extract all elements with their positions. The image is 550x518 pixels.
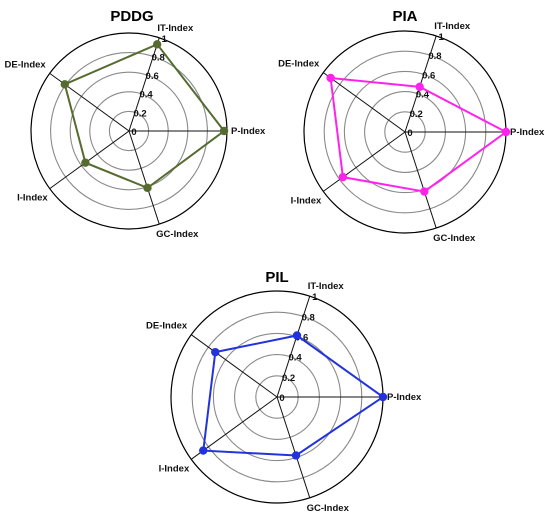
spoke-it-index xyxy=(276,296,311,398)
axis-label-gc-index: GC-Index xyxy=(156,229,199,240)
data-point-de-index xyxy=(211,347,220,357)
tick-label: 0.6 xyxy=(422,70,435,81)
axis-label-p-index: P-Index xyxy=(510,127,545,138)
chart-title: PIA xyxy=(392,8,417,25)
data-point-de-index xyxy=(60,80,69,89)
tick-label: 0.8 xyxy=(428,51,441,62)
radar-chart-pia: PIA 0 0.2 0.4 0.6 0.8 1P-Index IT-IndexDE-Index… xyxy=(278,8,545,244)
data-point-gc-index xyxy=(420,187,429,196)
data-point-p-index xyxy=(501,127,511,137)
tick-label: 0.4 xyxy=(140,90,154,101)
tick-label: 0.4 xyxy=(416,90,430,101)
axis-label-gc-index: GC-Index xyxy=(307,503,350,514)
spoke-de-index xyxy=(322,72,406,133)
radar-chart-pddg: PDDG 0 0.2 0.4 0.6 0.8 1P-Index IT-IndexDE-Inde… xyxy=(5,8,266,240)
series-line xyxy=(329,76,508,193)
data-point-gc-index xyxy=(143,183,152,193)
data-point-de-index xyxy=(326,73,335,83)
tick-label: 0 xyxy=(131,127,136,138)
spoke-i-index xyxy=(49,130,130,190)
tick-label: 0.2 xyxy=(282,373,295,384)
spoke-gc-index xyxy=(404,131,437,229)
data-point-gc-index xyxy=(291,451,301,460)
radar-chart-pil: PIL00.20.40.60.81P-IndexIT-IndexDE-Index… xyxy=(146,269,422,514)
axis-label-i-index: I-Index xyxy=(291,195,322,206)
axis-label-p-index: P-Index xyxy=(387,392,422,403)
axis-label-gc-index: GC-Index xyxy=(433,233,476,244)
series-line xyxy=(202,334,385,457)
tick-label: 0.4 xyxy=(288,353,302,364)
tick-label: 0 xyxy=(407,128,412,139)
tick-label: 0 xyxy=(279,393,284,404)
data-point-i-index xyxy=(338,172,348,182)
axis-label-i-index: I-Index xyxy=(159,463,190,474)
tick-label: 1 xyxy=(439,32,445,43)
data-point-it-index xyxy=(415,82,424,92)
axis-label-it-index: IT-Index xyxy=(157,23,194,34)
chart-title: PDDG xyxy=(110,8,153,25)
axis-label-p-index: P-Index xyxy=(231,126,266,137)
tick-label: 1 xyxy=(162,34,168,45)
axis-label-it-index: IT-Index xyxy=(308,281,345,292)
axis-label-de-index: DE-Index xyxy=(278,59,320,70)
tick-label: 0.8 xyxy=(152,52,165,63)
tick-label: 0.8 xyxy=(302,312,315,323)
axis-label-i-index: I-Index xyxy=(17,193,48,204)
series-line xyxy=(63,43,226,190)
tick-label: 1 xyxy=(312,292,318,303)
data-point-p-index xyxy=(219,126,229,136)
data-point-it-index xyxy=(152,40,162,49)
spoke-gc-index xyxy=(276,396,311,498)
tick-label: 0.2 xyxy=(133,108,146,119)
axis-label-de-index: DE-Index xyxy=(5,59,47,70)
spoke-gc-index xyxy=(128,130,160,225)
data-point-it-index xyxy=(292,331,302,340)
tick-label: 0.6 xyxy=(146,71,159,82)
spoke-i-index xyxy=(322,131,406,192)
axis-label-it-index: IT-Index xyxy=(434,21,471,32)
tick-label: 0.2 xyxy=(410,109,423,120)
spoke-it-index xyxy=(128,37,160,132)
chart-title: PIL xyxy=(265,269,288,286)
data-point-i-index xyxy=(81,158,90,167)
spoke-de-index xyxy=(190,334,278,398)
data-point-i-index xyxy=(199,446,208,455)
axis-label-de-index: DE-Index xyxy=(146,321,188,332)
data-point-p-index xyxy=(378,392,388,402)
